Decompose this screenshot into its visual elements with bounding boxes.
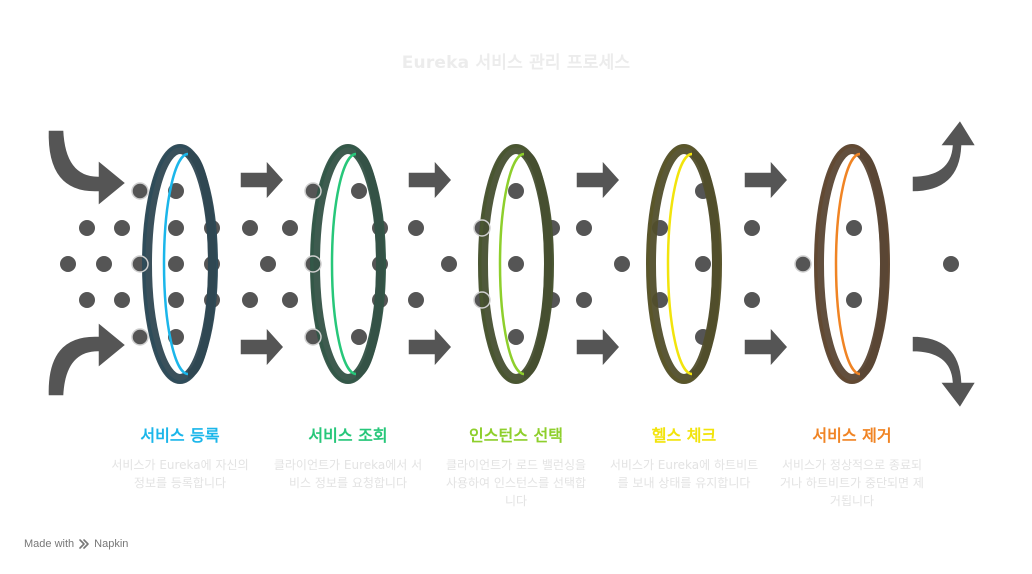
- particle-dot: [242, 292, 258, 308]
- flow-arrow-icon: [239, 325, 286, 369]
- curved-exit-arrow-icon: [911, 118, 978, 193]
- particle-dot: [508, 329, 524, 345]
- stage-ring-front: [523, 150, 552, 378]
- particle-dot: [744, 220, 760, 236]
- flow-arrow-icon: [575, 325, 622, 369]
- made-with-text: Made with: [24, 538, 75, 550]
- particle-dot: [79, 220, 95, 236]
- stage-desc-remove: 서비스가 정상적으로 종료되거나 하트비트가 중단되면 제거됩니다: [780, 458, 924, 508]
- particle-dot-outline: [304, 255, 322, 273]
- stage-desc-healthcheck: 서비스가 Eureka에 하트비트를 보내 상태를 유지합니다: [609, 458, 759, 490]
- particle-dot: [795, 256, 811, 272]
- particle-dot: [168, 256, 184, 272]
- stage-ring-front: [691, 150, 720, 378]
- stage-label-register: 서비스 등록: [140, 426, 220, 445]
- particle-dot: [132, 329, 148, 345]
- stage-label-select: 인스턴스 선택: [469, 426, 563, 445]
- stage-ring-front: [355, 150, 384, 378]
- particle-dot: [576, 220, 592, 236]
- particle-dot: [60, 256, 76, 272]
- particle-dot-outline: [131, 182, 149, 200]
- footer-credit: Made with Napkin: [24, 538, 128, 550]
- particle-dot: [351, 183, 367, 199]
- flow-arrow-icon: [743, 158, 790, 202]
- stage-label-remove: 서비스 제거: [812, 426, 892, 445]
- flow-arrow-icon: [407, 158, 454, 202]
- particle-dot: [408, 292, 424, 308]
- flow-arrow-icon: [239, 158, 286, 202]
- particle-dot-outline: [304, 328, 322, 346]
- particle-dot: [351, 329, 367, 345]
- particle-dot: [695, 256, 711, 272]
- flow-arrow-icon: [575, 158, 622, 202]
- stage-desc-register: 서비스가 Eureka에 자신의 정보를 등록합니다: [111, 458, 249, 490]
- particle-dot: [96, 256, 112, 272]
- flow-arrow-icon: [407, 325, 454, 369]
- diagram-title: Eureka 서비스 관리 프로세스: [401, 53, 631, 73]
- particle-dot: [846, 292, 862, 308]
- particle-dot: [508, 256, 524, 272]
- particle-dot: [441, 256, 457, 272]
- stage-desc-lookup: 클라이언트가 Eureka에서 서비스 정보를 요청합니다: [273, 458, 423, 490]
- particle-dot: [168, 292, 184, 308]
- particle-dot: [508, 183, 524, 199]
- particle-dot-outline: [473, 291, 491, 309]
- particle-dot: [114, 220, 130, 236]
- particle-dot: [614, 256, 630, 272]
- particle-dot: [132, 183, 148, 199]
- particle-dot: [744, 292, 760, 308]
- particle-dot: [79, 292, 95, 308]
- particle-dot: [282, 292, 298, 308]
- curved-exit-arrow-icon: [911, 335, 978, 410]
- particle-dot-outline: [304, 182, 322, 200]
- particle-dot: [242, 220, 258, 236]
- stage-label-healthcheck: 헬스 체크: [651, 426, 717, 445]
- particle-dot: [846, 220, 862, 236]
- particle-dot: [943, 256, 959, 272]
- curved-entry-arrow-icon: [47, 129, 128, 208]
- particle-dot: [282, 220, 298, 236]
- particle-dot: [114, 292, 130, 308]
- particle-dot-outline: [794, 255, 812, 273]
- stage-ring-front: [187, 150, 216, 378]
- flow-arrow-icon: [743, 325, 790, 369]
- stage-ring-front: [859, 150, 888, 378]
- particle-dot: [168, 220, 184, 236]
- stage-desc-select: 클라이언트가 로드 밸런싱을 사용하여 인스턴스를 선택합니다: [445, 458, 587, 508]
- particle-dot-outline: [131, 255, 149, 273]
- napkin-logo-icon: [79, 539, 89, 549]
- particle-dot-outline: [473, 219, 491, 237]
- curved-entry-arrow-icon: [47, 320, 128, 397]
- particle-dot-outline: [131, 328, 149, 346]
- particle-dot: [260, 256, 276, 272]
- stage-label-lookup: 서비스 조회: [308, 426, 388, 445]
- particle-dot: [408, 220, 424, 236]
- napkin-brand-text: Napkin: [94, 538, 129, 550]
- particle-dot: [576, 292, 592, 308]
